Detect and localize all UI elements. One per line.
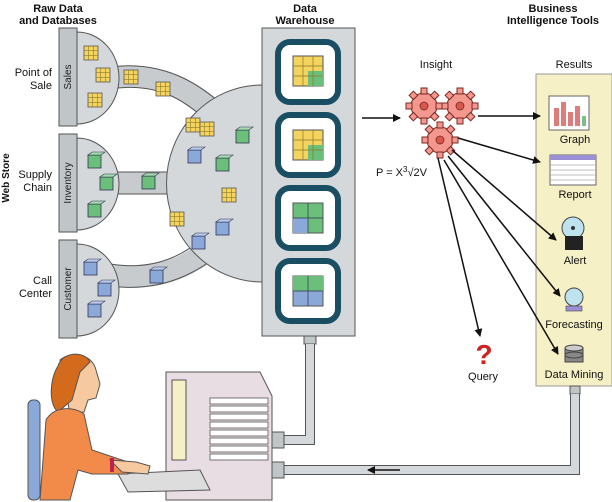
warehouse-cable [282,335,317,445]
query-label: Query [468,371,498,383]
source-supply-line1: Supply [18,169,52,181]
warehouse-header-line2: Warehouse [276,15,335,27]
web-store-label: Web Store [1,153,12,203]
crystal-ball-icon [564,287,584,312]
question-mark-icon: ? [475,339,492,370]
warehouse-slot-2 [275,112,341,178]
computer-terminal [117,371,285,501]
result-alert: Alert [564,255,587,267]
data-warehouse [261,27,356,337]
source-pos-line1: Point of [15,67,53,79]
insight-label: Insight [420,59,452,71]
result-arrows [437,112,561,355]
raw-data-header-line1: Raw Data [33,3,83,15]
source-supply-line2: Chain [23,182,52,194]
source-call-line1: Call [33,275,52,287]
raw-data-header-line2: and Databases [19,15,97,27]
graph-icon [548,95,590,131]
warehouse-slot-4 [275,258,341,324]
warehouse-slot-3 [275,185,341,251]
results-cable [282,385,581,475]
alert-icon [561,216,585,250]
result-graph: Graph [560,134,591,146]
result-forecasting: Forecasting [545,319,602,331]
db-customer-label: Customer [63,267,74,311]
warehouse-funnel [166,84,263,283]
bi-header-line2: Intelligence Tools [507,15,599,27]
results-label: Results [556,59,593,71]
source-call-line2: Center [19,288,52,300]
bi-header-line1: Business [529,3,578,15]
person-user [27,353,151,501]
insight-gears [405,87,479,159]
db-sales-label: Sales [63,64,74,89]
warehouse-slot-1 [275,39,341,105]
db-inventory-label: Inventory [63,162,74,203]
warehouse-header-line1: Data [293,3,318,15]
formula-text: P = X3√2V [376,165,428,179]
source-pos-line2: Sale [30,80,52,92]
source-db-inventory: Inventory [58,133,120,233]
report-icon [549,154,597,186]
result-data-mining: Data Mining [545,369,604,381]
result-report: Report [558,189,591,201]
database-icon [564,344,584,363]
